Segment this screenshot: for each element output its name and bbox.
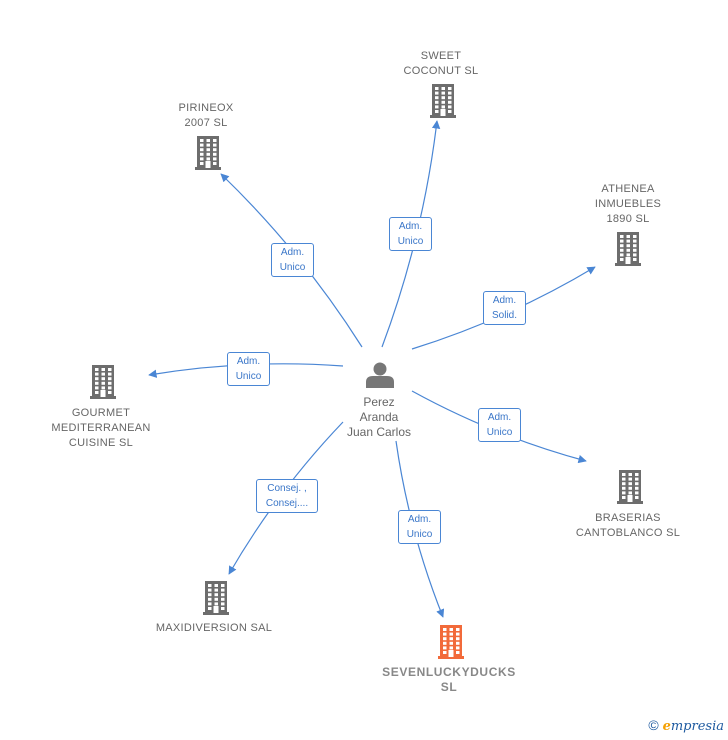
company-name-maxidiversion[interactable]: MAXIDIVERSION SAL (155, 622, 273, 634)
relation-label-sweet[interactable]: Adm. Unico (389, 217, 432, 251)
person-icon (366, 362, 394, 388)
relation-label-braserias[interactable]: Adm. Unico (478, 408, 521, 442)
building-icon (430, 84, 456, 118)
company-name-sevenlucky[interactable]: SEVENLUCKYDUCKS SL (382, 665, 516, 694)
copyright-mark[interactable]: © empresia (648, 717, 724, 734)
company-name-athenea[interactable]: ATHENEA INMUEBLES 1890 SL (594, 183, 662, 225)
building-icon (615, 232, 641, 266)
relation-label-sevenlucky[interactable]: Adm. Unico (398, 510, 441, 544)
relation-label-athenea[interactable]: Adm. Solid. (483, 291, 526, 325)
company-name-gourmet[interactable]: GOURMET MEDITERRANEAN CUISINE SL (51, 407, 151, 449)
relation-label-gourmet[interactable]: Adm. Unico (227, 352, 270, 386)
empresia-logo: empresia (662, 719, 724, 734)
person-name: Perez Aranda Juan Carlos (346, 395, 412, 439)
company-name-pirineox[interactable]: PIRINEOX 2007 SL (178, 102, 234, 129)
relation-label-maxidiversion[interactable]: Consej. , Consej.... (256, 479, 318, 513)
copyright-icon: © (648, 717, 659, 733)
building-icon (203, 581, 229, 615)
company-name-sweet[interactable]: SWEET COCONUT SL (403, 50, 479, 77)
relation-label-pirineox[interactable]: Adm. Unico (271, 243, 314, 277)
company-name-braserias[interactable]: BRASERIAS CANTOBLANCO SL (575, 512, 681, 539)
building-icon (438, 625, 464, 659)
building-icon (90, 365, 116, 399)
building-icon (195, 136, 221, 170)
building-icon (617, 470, 643, 504)
